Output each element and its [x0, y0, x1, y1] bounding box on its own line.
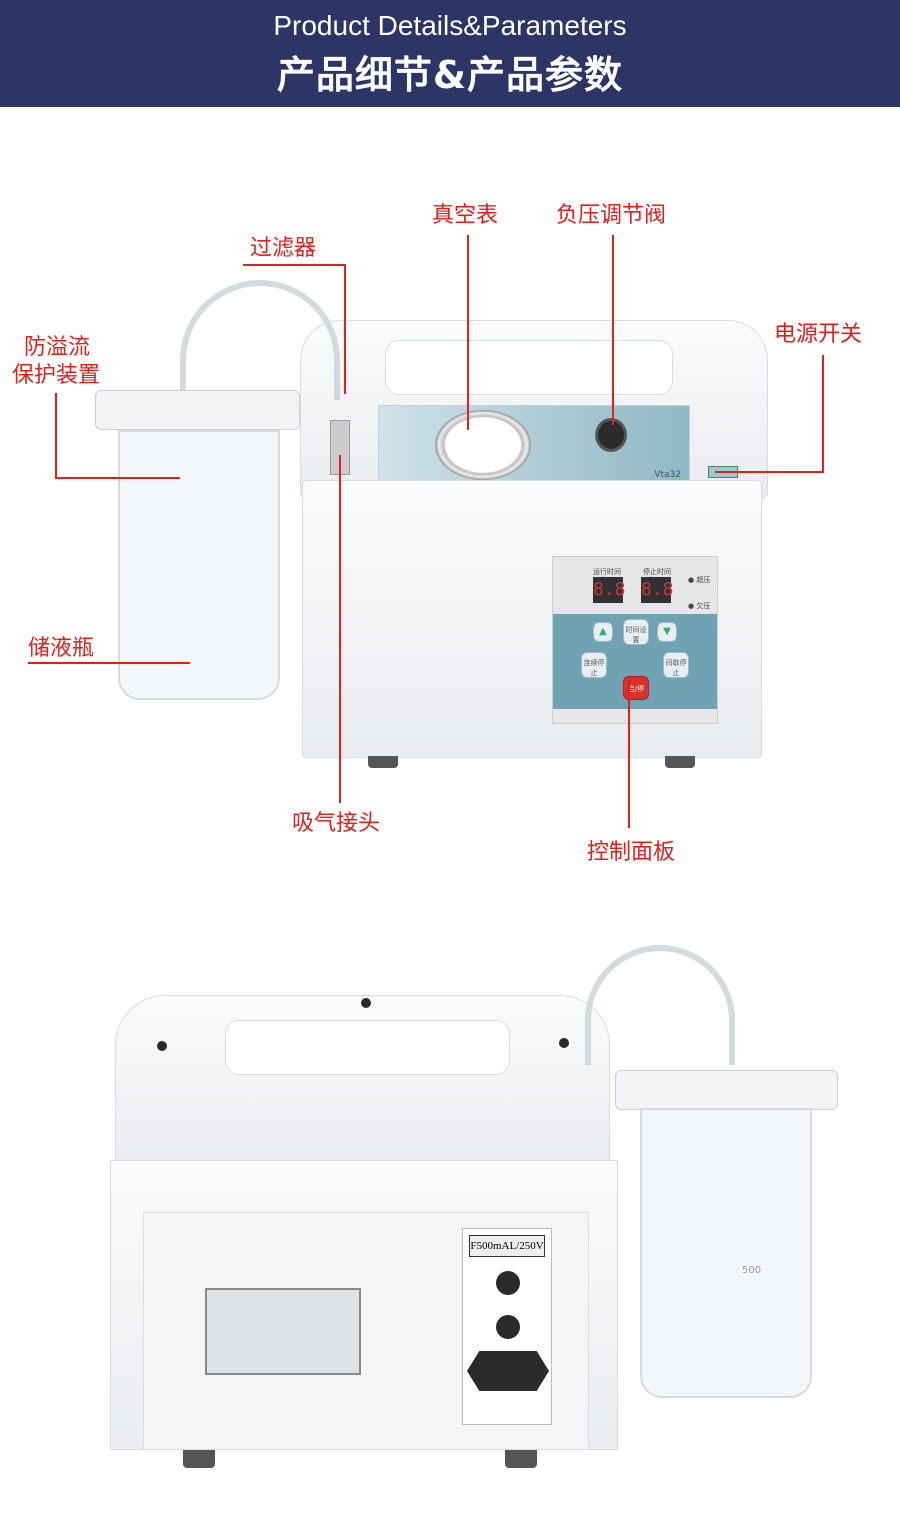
bottle-lid	[95, 390, 300, 430]
up-button[interactable]: ▲	[593, 622, 613, 642]
fuse-holder[interactable]	[496, 1315, 520, 1339]
over-pressure-indicator: 超压	[696, 576, 711, 584]
time-setting-button[interactable]: 时间设置	[623, 619, 649, 645]
label-power-switch: 电源开关	[774, 322, 863, 347]
run-time-label: 运行时间	[593, 568, 621, 576]
power-socket-panel: F500mAL/250V	[462, 1228, 552, 1425]
reservoir-bottle	[118, 430, 280, 700]
carry-handle[interactable]	[385, 340, 673, 395]
vacuum-gauge-icon	[435, 410, 531, 480]
model-label: Vta32	[654, 470, 681, 480]
fuse-holder[interactable]	[496, 1271, 520, 1295]
panel-keypad: ▲ 时间设置 ▼ 连续停止 间歇停止 启/停	[553, 614, 717, 709]
bottle-lid-back	[615, 1070, 838, 1110]
gauge-panel: Vta32	[378, 405, 690, 485]
continuous-button[interactable]: 连续停止	[581, 652, 607, 678]
control-panel: 运行时间 停止时间 8.8 8.8 ● 超压 ● 欠压 ▲ 时间设置 ▼ 连续停…	[552, 556, 718, 724]
start-stop-button[interactable]: 启/停	[623, 676, 649, 700]
label-suction-connector: 吸气接头	[292, 811, 381, 836]
label-control-panel: 控制面板	[587, 840, 676, 865]
label-vacuum-gauge: 真空表	[432, 203, 499, 228]
down-button[interactable]: ▼	[657, 622, 677, 642]
intermittent-button[interactable]: 间歇停止	[663, 652, 689, 678]
label-reservoir: 储液瓶	[28, 636, 95, 661]
foot	[665, 756, 695, 768]
rating-plate	[205, 1288, 361, 1375]
stop-time-display: 8.8	[641, 577, 674, 603]
stop-time-label: 停止时间	[643, 568, 671, 576]
foot	[368, 756, 398, 768]
label-filter: 过滤器	[250, 236, 317, 261]
label-pressure-valve: 负压调节阀	[556, 203, 667, 228]
bottle-volume-mark: 500	[742, 1265, 762, 1276]
reservoir-bottle-back: 500	[640, 1108, 812, 1398]
power-inlet[interactable]	[467, 1351, 549, 1391]
label-overflow-protection-1: 防溢流	[24, 335, 91, 360]
title-en: Product Details&Parameters	[273, 10, 627, 41]
label-overflow-protection-2: 保护装置	[12, 363, 101, 388]
under-pressure-indicator: 欠压	[696, 602, 711, 610]
fuse-label: F500mAL/250V	[469, 1235, 545, 1257]
carry-handle-back[interactable]	[225, 1020, 510, 1075]
page-header: Product Details&Parameters 产品细节&产品参数	[0, 0, 900, 107]
suction-tube	[180, 280, 340, 400]
pressure-knob[interactable]	[595, 418, 627, 452]
suction-tube-back	[585, 945, 735, 1065]
title-cn: 产品细节&产品参数	[276, 53, 624, 97]
run-time-display: 8.8	[593, 577, 626, 603]
